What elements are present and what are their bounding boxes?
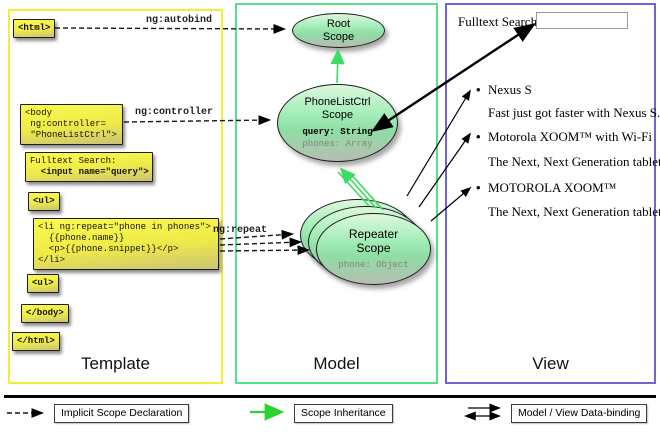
code-body-open: <body ng:controller= "PhoneListCtrl">	[20, 104, 123, 145]
template-panel-label: Template	[81, 354, 150, 373]
search-input[interactable]	[536, 12, 628, 29]
view-item-snippet: The Next, Next Generation tablet.	[488, 154, 660, 169]
phonelistctrl-scope-ellipse: PhoneListCtrl Scope query: String phones…	[277, 84, 398, 162]
view-item-name: MOTOROLA XOOM™	[488, 180, 617, 195]
code-fulltext-label: Fulltext Search:	[30, 156, 117, 166]
code-html-close: </html>	[12, 332, 60, 351]
ng-controller-label: ng:controller	[135, 107, 214, 118]
prop-query-string: query: String	[302, 127, 373, 137]
bullet-icon: •	[476, 129, 481, 144]
root-scope-title-line2: Scope	[322, 30, 355, 43]
code-body-close: </body>	[21, 304, 69, 323]
legend-implicit-scope: Implicit Scope Declaration	[54, 404, 190, 423]
view-item-name: Nexus S	[488, 82, 532, 97]
repeater-scope-ellipse-front: Repeater Scope phone: Object	[316, 213, 431, 285]
phonelistctrl-title-line1: PhoneListCtrl	[304, 96, 371, 108]
view-item-snippet: The Next, Next Generation tablet.	[488, 204, 660, 219]
legend-data-binding: Model / View Data-binding	[511, 404, 648, 423]
prop-phone-object: phone: Object	[338, 260, 409, 270]
code-ul-close: <ul>	[27, 274, 59, 293]
phonelistctrl-title-line2: Scope	[321, 109, 354, 121]
view-item-name: Motorola XOOM™ with Wi-Fi	[488, 129, 653, 144]
root-scope-ellipse: Root Scope	[292, 13, 385, 48]
code-ul-open: <ul>	[28, 192, 60, 211]
ng-autobind-label: ng:autobind	[146, 15, 213, 26]
view-item-snippet: Fast just got faster with Nexus S.	[488, 105, 660, 120]
bullet-icon: •	[476, 82, 481, 97]
prop-phones-array: phones: Array	[302, 139, 373, 149]
view-search-label: Fulltext Search:	[458, 14, 541, 29]
repeater-title-line1: Repeater	[348, 227, 399, 241]
legend-separator	[4, 395, 656, 398]
code-li-repeat: <li ng:repeat="phone in phones"> {{phone…	[33, 218, 219, 270]
root-scope-title-line1: Root	[326, 17, 351, 30]
code-input-tag: <input name="query">	[30, 167, 149, 177]
repeater-title-line2: Scope	[356, 241, 391, 255]
legend-scope-inheritance: Scope Inheritance	[294, 404, 393, 423]
bullet-icon: •	[476, 180, 481, 195]
model-panel-label: Model	[313, 354, 360, 373]
view-panel-label: View	[532, 354, 569, 373]
ng-repeat-label: ng:repeat	[213, 225, 268, 236]
model-panel: Model	[235, 3, 438, 384]
code-html-open: <html>	[13, 19, 56, 38]
code-fulltext-search: Fulltext Search: <input name="query">	[25, 152, 153, 182]
